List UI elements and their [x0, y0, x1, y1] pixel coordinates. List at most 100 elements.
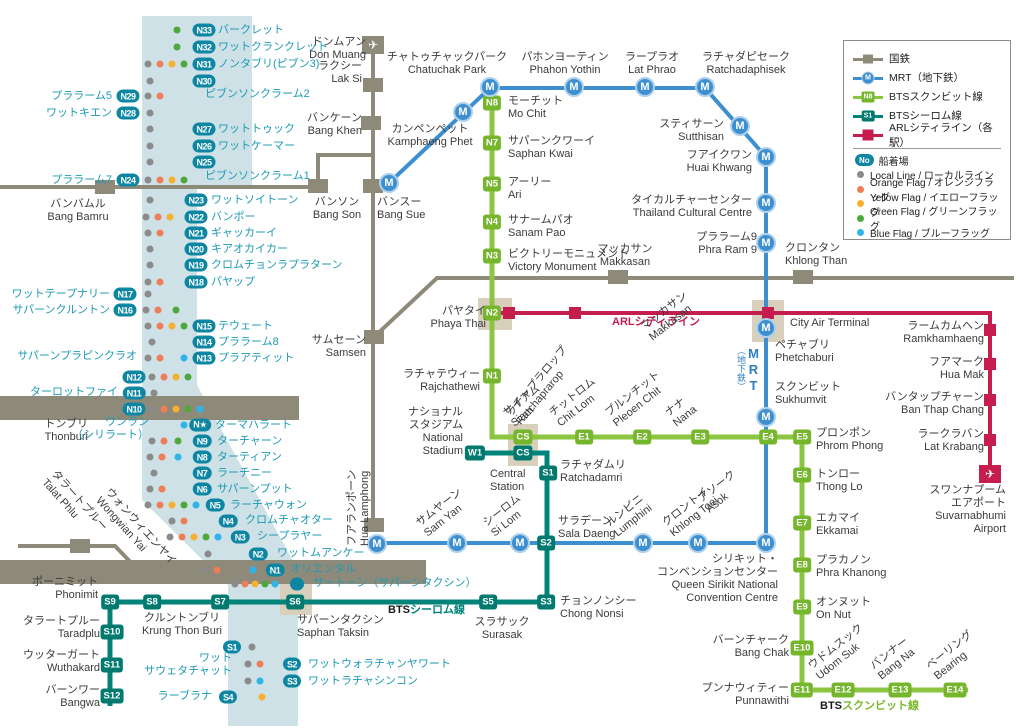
- label-pier-n5: ラーチャウォン: [230, 499, 307, 512]
- label-line: Sanam Pao: [508, 227, 566, 239]
- label-line: クロムチャオター: [245, 514, 333, 526]
- label-line: Sutthisan: [678, 131, 724, 143]
- label-pier-n17: ワットテープナリー: [12, 288, 110, 301]
- label-line: ドンムアン: [311, 36, 366, 48]
- label-line: ワットラチャシンコン: [308, 675, 418, 687]
- flag-dot-g: [261, 580, 269, 588]
- label-line: ワットウォラチャンヤワート: [308, 658, 451, 670]
- legend-flag-dot: [857, 185, 864, 193]
- label-pier-n33: バークレット: [218, 24, 284, 37]
- label-line: National: [422, 432, 463, 444]
- label-pier-s3: ワットラチャシンコン: [308, 675, 418, 688]
- label-line: Phrom Phong: [816, 440, 884, 452]
- bts-silom-station-S7: S7: [211, 594, 229, 610]
- label-line: プララーム7: [51, 174, 112, 186]
- flag-dot-gr: [142, 306, 150, 314]
- arl-station-ramkhamhaeng: [984, 324, 996, 336]
- mrt-station-phahon-yothin: M: [564, 77, 584, 97]
- legend-flag-label: Green Flag / グリーンフラッグ: [870, 207, 998, 234]
- flag-dot-o: [256, 660, 264, 668]
- label-line: クルントンブリ: [143, 612, 221, 624]
- pier-badge-N23: N23: [184, 193, 208, 207]
- label-line: バーンワー: [45, 684, 100, 696]
- label-line: ワット: [199, 652, 232, 664]
- label-line: Sukhumvit: [775, 394, 827, 406]
- arl-station-ratchaprarop: [569, 307, 581, 319]
- pier-badge-N32: N32: [192, 40, 216, 54]
- label-pier-n24: プララーム7: [51, 174, 112, 187]
- label-line: サパーンクワーイ: [508, 135, 596, 147]
- flag-dot-b: [192, 501, 200, 509]
- flag-dot-gr: [146, 125, 154, 133]
- flag-dot-gr: [144, 501, 152, 509]
- label-line: ワンラン: [105, 416, 149, 428]
- legend-flag-dot: [857, 171, 864, 179]
- label-line: Victory Monument: [508, 261, 597, 273]
- flag-dot-g: [173, 26, 181, 34]
- mrt-station-chatuchak-park: M: [480, 77, 500, 97]
- legend-marker: S1: [861, 110, 875, 121]
- flag-dot-gr: [146, 109, 154, 117]
- label-line: Chatuchak Park: [407, 64, 487, 76]
- flag-dot-b: [180, 421, 188, 429]
- label-line: バンケーン: [307, 112, 362, 124]
- flag-dot-o: [158, 485, 166, 493]
- flag-dot-gr: [144, 92, 152, 100]
- label-line: Airport: [973, 523, 1006, 535]
- label-line: Bang Sue: [377, 209, 426, 221]
- label-line: ワットクランクレット: [218, 41, 328, 53]
- mrt-station-phetchaburi: M: [756, 318, 776, 338]
- bts-silom-station-S11: S11: [100, 657, 124, 673]
- label-line: BTSシーロム線: [388, 604, 465, 617]
- label-pier-n6: サパーンプット: [217, 483, 293, 496]
- pier-badge-N19: N19: [184, 258, 208, 272]
- label-pier-n16: サパーンクルントン: [13, 304, 110, 317]
- mrt-station-thailand-cultural-centre: M: [756, 193, 776, 213]
- label-line: Queen Sirikit National: [671, 579, 778, 591]
- bts-silom-station-S8: S8: [143, 594, 161, 610]
- label-line: バンバムル: [50, 198, 106, 210]
- bts-silom-station-CS: CS: [513, 445, 533, 461]
- label-pier-n15: テウェート: [218, 320, 273, 333]
- label-line: Bang Bamru: [47, 211, 109, 223]
- legend-line-label: MRT（地下鉄）: [889, 72, 965, 84]
- legend-line-srt: 国鉄: [853, 49, 1001, 68]
- bts-silom-station-S10: S10: [100, 624, 124, 640]
- label-line: Wuthakard: [47, 662, 100, 674]
- flag-dot-y: [168, 176, 176, 184]
- label-pier-n21: ギャッカーイ: [211, 227, 277, 240]
- label-line: クロンタン: [785, 242, 840, 254]
- flag-dot-gr: [231, 580, 239, 588]
- bts-sukhumvit-station-E4: E4: [759, 429, 777, 445]
- legend-line-label: 国鉄: [889, 53, 910, 65]
- pier-badge-N30: N30: [192, 74, 216, 88]
- bts-sukhumvit-station-E9: E9: [793, 599, 811, 615]
- label-pier-pinklao: サパーンプラピンクラオ: [17, 350, 137, 363]
- label-line: キアオカイカー: [211, 243, 288, 255]
- label-line: Lat Phrao: [628, 64, 676, 76]
- flag-dot-gr: [148, 437, 156, 445]
- legend-flag-y: Yellow Flag / イエローフラッグ: [853, 193, 1001, 219]
- label-pier-n2: ワットムアンケー: [277, 547, 365, 560]
- pier-badge-N4: N4: [218, 514, 238, 528]
- flag-dot-o: [160, 437, 168, 445]
- label-line: トンブリ: [44, 418, 88, 430]
- label-line: ラチャテウィー: [403, 368, 480, 380]
- label-pier-suwetachat: ワットサウェタチャット: [144, 652, 232, 678]
- label-line: ターチャーン: [217, 435, 283, 447]
